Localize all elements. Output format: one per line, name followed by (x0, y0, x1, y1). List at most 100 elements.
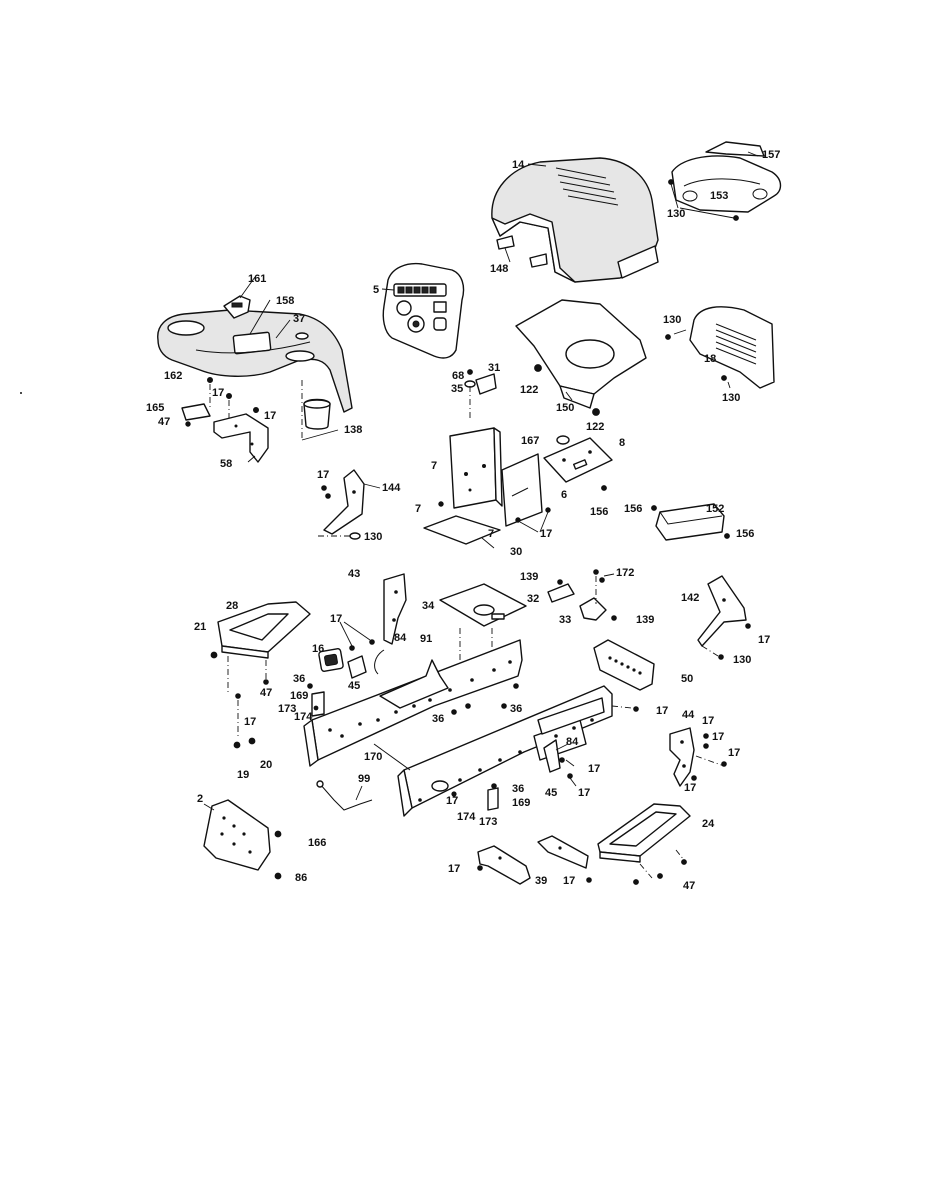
callout-130: 130 (663, 314, 681, 326)
part-footrest-left-28 (217, 601, 311, 659)
callout-labels: 14 157 153 130 148 5 161 158 37 130 18 1… (146, 149, 780, 892)
part-bushing-16 (318, 648, 344, 672)
part-pedestal-plate-8 (543, 437, 613, 483)
callout-148: 148 (490, 263, 508, 275)
callout-28: 28 (226, 600, 238, 612)
grill-slats (715, 323, 757, 365)
part-bracket-43 (383, 573, 407, 645)
part-bracket-32 (547, 583, 575, 603)
part-bracket-39 (477, 835, 589, 885)
bracket-2-holes (220, 816, 252, 854)
callout-167: 167 (521, 435, 539, 447)
callout-150: 150 (556, 402, 574, 414)
callout-138: 138 (344, 424, 362, 436)
callout-36: 36 (293, 673, 305, 685)
callout-30: 30 (510, 546, 522, 558)
callout-169: 169 (290, 690, 308, 702)
callout-174: 174 (294, 711, 313, 723)
callout-16: 16 (312, 643, 324, 655)
part-lever-99 (316, 780, 373, 811)
callout-130: 130 (722, 392, 740, 404)
callout-20: 20 (260, 759, 272, 771)
callout-17: 17 (588, 763, 600, 775)
callout-18: 18 (704, 353, 716, 365)
callout-130: 130 (667, 208, 685, 220)
callout-36: 36 (512, 783, 524, 795)
callout-173: 173 (479, 816, 497, 828)
callout-166: 166 (308, 837, 326, 849)
part-bracket-44 (669, 727, 695, 787)
part-bracket-165 (181, 403, 211, 421)
part-dashboard (382, 262, 465, 359)
bumper-slots (608, 656, 642, 675)
callout-84: 84 (566, 736, 579, 748)
part-bracket-142 (697, 575, 747, 647)
frame-right-holes (418, 718, 594, 802)
callout-5: 5 (373, 284, 379, 296)
callout-162: 162 (164, 370, 182, 382)
callout-165: 165 (146, 402, 164, 414)
callout-17: 17 (212, 387, 224, 399)
part-fender (157, 309, 353, 413)
callout-45: 45 (545, 787, 557, 799)
part-bumper-50 (593, 639, 655, 691)
callout-158: 158 (276, 295, 294, 307)
part-bracket-33 (579, 597, 607, 621)
part-bracket-58 (213, 413, 269, 463)
part-cup-holder-138 (303, 398, 331, 430)
part-bracket-31 (475, 373, 497, 395)
callout-17: 17 (728, 747, 740, 759)
callout-14: 14 (512, 159, 525, 171)
callout-7: 7 (415, 503, 421, 515)
callout-7: 7 (488, 528, 494, 540)
part-battery-tray-152 (655, 503, 725, 541)
callout-6: 6 (561, 489, 567, 501)
callout-161: 161 (248, 273, 266, 285)
callout-39: 39 (535, 875, 547, 887)
callout-45: 45 (348, 680, 360, 692)
callout-58: 58 (220, 458, 232, 470)
frame-left-holes (328, 660, 512, 738)
part-dash-tower (449, 427, 543, 527)
callout-17: 17 (244, 716, 256, 728)
callout-17: 17 (448, 863, 460, 875)
callout-172: 172 (616, 567, 634, 579)
part-hood (491, 157, 659, 283)
part-bracket-2 (203, 799, 271, 871)
callout-37: 37 (293, 313, 305, 325)
callout-84: 84 (394, 632, 407, 644)
callout-47: 47 (158, 416, 170, 428)
callout-142: 142 (681, 592, 699, 604)
callout-7: 7 (431, 460, 437, 472)
callout-50: 50 (681, 673, 693, 685)
callout-152: 152 (706, 503, 724, 515)
part-seat-pan (515, 299, 647, 409)
callout-8: 8 (619, 437, 625, 449)
callout-24: 24 (702, 818, 715, 830)
callout-170: 170 (364, 751, 382, 763)
callout-32: 32 (527, 593, 539, 605)
callout-2: 2 (197, 793, 203, 805)
hood-vent-grille (555, 167, 619, 206)
part-grill (689, 306, 775, 389)
callout-31: 31 (488, 362, 500, 374)
callout-68: 68 (452, 370, 464, 382)
callout-17: 17 (758, 634, 770, 646)
callout-17: 17 (330, 613, 342, 625)
callout-44: 44 (682, 709, 695, 721)
callout-173: 173 (278, 703, 296, 715)
callout-17: 17 (656, 705, 668, 717)
callout-36: 36 (510, 703, 522, 715)
part-lens-bracket-157 (705, 141, 765, 157)
part-plate-34 (439, 583, 527, 627)
callout-17: 17 (578, 787, 590, 799)
callout-122: 122 (586, 421, 604, 433)
part-plate-30 (423, 515, 501, 545)
callout-17: 17 (446, 795, 458, 807)
callout-122: 122 (520, 384, 538, 396)
callout-156: 156 (590, 506, 608, 518)
callout-19: 19 (237, 769, 249, 781)
part-fender-cover-161 (223, 295, 251, 319)
callout-99: 99 (358, 773, 370, 785)
callout-139: 139 (636, 614, 654, 626)
